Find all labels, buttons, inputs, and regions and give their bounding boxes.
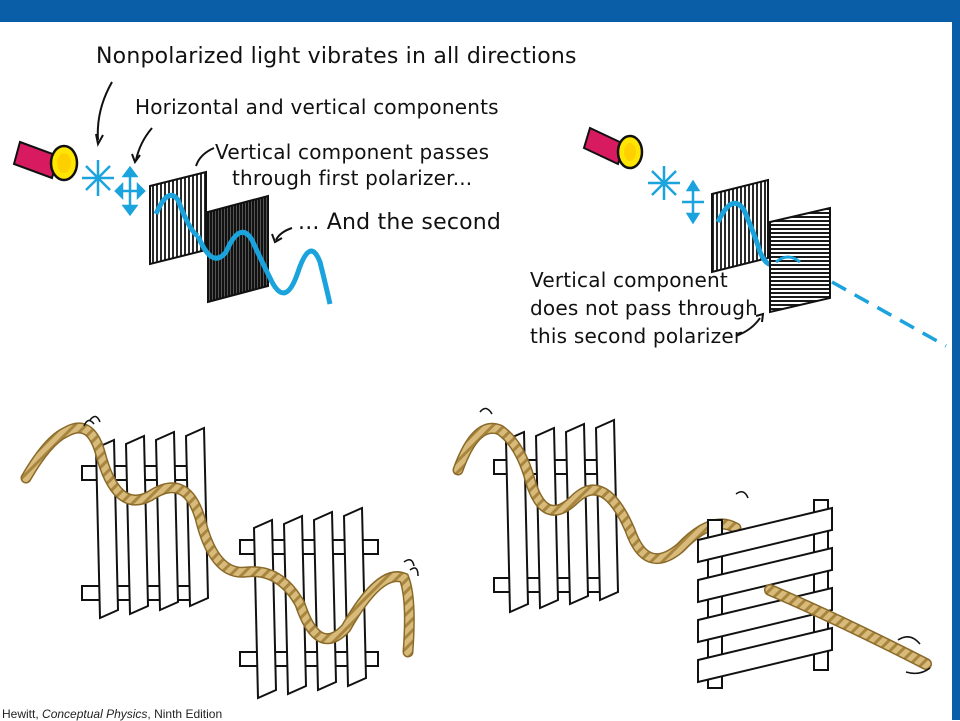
fence-vertical-2 bbox=[239, 506, 379, 700]
first-polarizer-right bbox=[711, 178, 769, 274]
credit-edition: Ninth Edition bbox=[154, 707, 223, 721]
blocked-label-line1: Vertical component bbox=[530, 268, 728, 292]
leader-line bbox=[135, 127, 153, 161]
light-wave bbox=[715, 200, 778, 267]
blocked-light-path bbox=[831, 280, 947, 348]
leader-line bbox=[735, 317, 761, 337]
flashlight-icon bbox=[12, 140, 79, 182]
leader-line bbox=[195, 147, 215, 167]
passes-label-line2: through first polarizer... bbox=[232, 166, 473, 190]
components-label: Horizontal and vertical components bbox=[135, 95, 499, 119]
rope bbox=[22, 424, 414, 656]
blocked-label-line3: this second polarizer bbox=[530, 324, 743, 348]
passes-label-line1: Vertical component passes bbox=[215, 140, 490, 164]
leader-line bbox=[275, 227, 293, 241]
credit-author: Hewitt, bbox=[2, 707, 39, 721]
header-bar bbox=[0, 0, 960, 22]
flashlight-icon bbox=[582, 126, 644, 170]
fence-vertical-3 bbox=[493, 418, 620, 614]
star-polarization-icon bbox=[648, 166, 680, 200]
leader-line bbox=[96, 81, 113, 141]
rope-blocked bbox=[454, 424, 740, 563]
nonpolarized-label: Nonpolarized light vibrates in all direc… bbox=[96, 44, 577, 69]
blocked-label-line2: does not pass through bbox=[530, 296, 759, 320]
light-wave bbox=[195, 229, 333, 305]
light-wave bbox=[153, 192, 200, 239]
second-polarizer-crossed bbox=[769, 206, 831, 314]
cross-arrows-icon bbox=[682, 179, 704, 225]
right-edge-bar bbox=[952, 22, 960, 720]
credit-line: Hewitt, Conceptual Physics, Ninth Editio… bbox=[2, 707, 223, 721]
credit-book: Conceptual Physics bbox=[42, 707, 148, 721]
cross-arrows-icon bbox=[114, 165, 146, 217]
first-polarizer bbox=[149, 170, 207, 266]
fence-horizontal bbox=[697, 499, 833, 689]
star-polarization-icon bbox=[82, 160, 114, 196]
second-label: ... And the second bbox=[298, 210, 502, 235]
rope-flat bbox=[765, 585, 931, 669]
second-polarizer bbox=[207, 194, 269, 304]
